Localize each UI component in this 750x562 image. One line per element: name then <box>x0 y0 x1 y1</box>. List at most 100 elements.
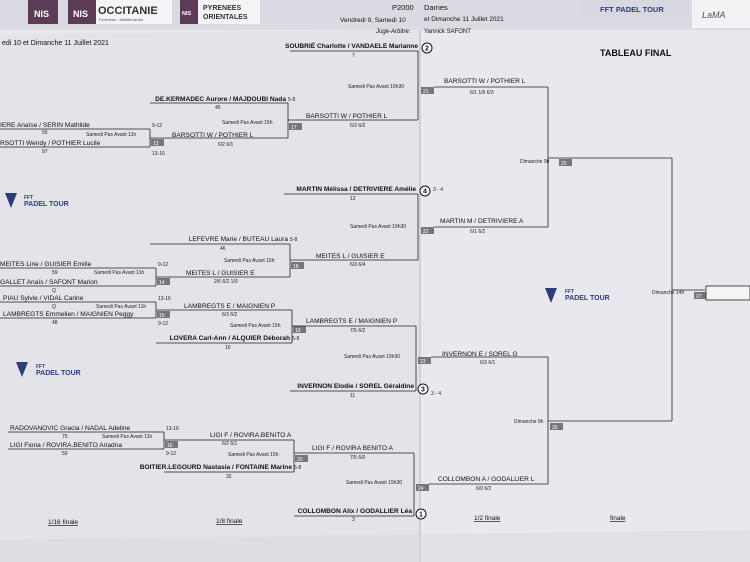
match-number-box <box>550 423 563 430</box>
padel-text: PADEL TOUR <box>24 201 69 208</box>
match-number: 20 <box>297 457 303 463</box>
match-number: 25 <box>561 161 567 167</box>
fft-top-text: FFT PADEL TOUR <box>600 5 664 14</box>
nis-logo-2-text: NIS <box>73 9 88 19</box>
seed-number: 2 <box>425 46 429 53</box>
seed-badge <box>417 383 429 395</box>
match-score: 2/6 6/2 1/0 <box>214 279 238 285</box>
fft-shape-icon <box>16 362 28 377</box>
entry-seed-range: 9-12 <box>158 262 168 268</box>
ligue-title: OCCITANIE <box>98 5 158 17</box>
match-score: 6/0 6/2 <box>476 486 492 492</box>
entry-rank: Q <box>52 304 56 310</box>
match-number-box <box>421 87 434 94</box>
entry-seed-range: 9-12 <box>158 321 168 327</box>
fft-text: FFT <box>565 289 574 295</box>
entry-name: RSOTTI Wendy / POTHIER Lucile <box>0 140 101 147</box>
dates2-label: et Dimanche 11 Juillet 2021 <box>424 16 504 23</box>
match-number-box <box>694 292 707 299</box>
fft-shape-icon <box>5 193 17 208</box>
round-label-r16: 1/16 finale <box>48 519 78 526</box>
entry-rank: 59 <box>52 270 58 276</box>
bracket-title: TABLEAU FINAL <box>600 48 672 58</box>
entry-rank: 7 <box>352 53 355 59</box>
left-page <box>0 30 420 562</box>
match-winner: BARSOTTI W / POTHIER L <box>306 113 388 120</box>
match-score: 6/3 6/2 <box>222 312 238 318</box>
match-slot: Samedi Pas Avant 15h <box>230 323 281 329</box>
match-slot: Samedi Pas Avant 19h30 <box>348 84 404 90</box>
event-label: Dames <box>424 3 448 12</box>
left-dates: edi 10 et Dimanche 11 Juillet 2021 <box>2 40 109 47</box>
match-number: 22 <box>423 229 429 235</box>
po-logo <box>198 0 260 24</box>
padel-text: PADEL TOUR <box>565 295 610 302</box>
fft-top-logo <box>580 0 690 18</box>
match-number: 16 <box>167 443 173 449</box>
fft-logo-left-bottom: FFT PADEL TOUR <box>16 362 81 377</box>
entry-seed-range: 5-8 <box>294 465 301 471</box>
entry-name: LIGI Fiona / ROVIRA.BENITO Ariadna <box>10 442 122 449</box>
fft-shape-icon <box>545 288 557 303</box>
entry-name: PIAU Sylvie / VIDAL Carine <box>3 295 84 302</box>
match-number-box <box>418 357 431 364</box>
match-score: 6/2 6/1 <box>222 441 238 447</box>
match-number: 21 <box>423 89 429 95</box>
ligue-logo <box>96 0 172 24</box>
match-number-box <box>291 262 304 269</box>
match-number: 19 <box>295 328 301 334</box>
nis-logo-1-text: NIS <box>34 9 49 19</box>
match-slot: Samedi Pas Avant 19h30 <box>344 354 400 360</box>
entry-rank: 55 <box>42 130 48 136</box>
match-number-box <box>293 326 306 333</box>
match-number-box <box>559 159 572 166</box>
nis-logo-2 <box>68 0 96 24</box>
entry-name: INVERNON Elodie / SOREL Géraldine <box>297 383 414 390</box>
entry-rank: 32 <box>226 474 232 480</box>
match-score: 6/2 6/1 <box>218 142 234 148</box>
entry-name: DE.KERMADEC Aurore / MAJDOUBI Nada <box>155 96 286 103</box>
padel-text: PADEL TOUR <box>36 370 81 377</box>
ligue-subtitle: Pyrénées - Méditerranée <box>99 17 144 22</box>
match-slot: Samedi Pas Avant 11h <box>96 304 146 310</box>
po-line2: ORIENTALES <box>203 14 248 21</box>
match-score: 6/3 6/2 <box>350 123 366 129</box>
match-number-box <box>416 484 429 491</box>
entry-name: MEITES Line / GUISIER Emilie <box>0 261 92 268</box>
entry-rank: 11 <box>350 393 355 399</box>
match-score: 6/1 6/2 <box>470 229 486 235</box>
po-line1: PYRENEES <box>203 5 241 12</box>
seed-number: 3 <box>421 387 425 394</box>
seed-number: 4 <box>423 189 427 196</box>
match-winner: LAMBREGTS E / MAIGNIEN P <box>306 318 398 325</box>
entry-name: GALLET Anaïs / SAFONT Marion <box>0 279 98 286</box>
entry-rank: 48 <box>52 320 58 326</box>
fft-text: FFT <box>24 195 33 201</box>
match-number: 27 <box>696 294 702 300</box>
entry-name: IERE Anaïse / SERIN Mathilde <box>0 122 90 129</box>
entry-name: RADOVANOVIC Gracia / NADAL Adeline <box>10 425 131 432</box>
entry-seed-range: 13-16 <box>166 426 179 432</box>
match-slot: Samedi Pas Avant 11h <box>102 434 152 440</box>
entry-seed-range: 5-8 <box>290 237 297 243</box>
match-score: 6/3 6/1 <box>480 360 496 366</box>
entry-rank: 3 <box>352 517 355 523</box>
match-number: 15 <box>159 313 165 319</box>
entry-rank: 45 <box>215 105 221 111</box>
fft-text: FFT <box>36 364 45 370</box>
nis-logo-3 <box>180 0 198 24</box>
match-slot: Dimanche 9h <box>514 419 544 425</box>
match-number: 17 <box>291 125 297 131</box>
seed-badge <box>419 185 431 197</box>
match-winner: INVERNON E / SOREL G <box>442 351 518 358</box>
entry-name: LEFEVRE Marie / BUTEAU Laura <box>189 236 289 243</box>
seed-number: 1 <box>419 512 423 519</box>
match-score: 7/5 6/2 <box>350 328 366 334</box>
match-number-box <box>157 278 170 285</box>
fft-logo-right: FFT PADEL TOUR <box>545 288 610 303</box>
match-number: 18 <box>293 264 299 270</box>
entry-name: MARTIN Mélissa / DETRIVIERE Amélie <box>296 186 416 193</box>
match-winner: BARSOTTI W / POTHIER L <box>444 78 526 85</box>
entry-seed-range: 13-16 <box>152 151 165 157</box>
